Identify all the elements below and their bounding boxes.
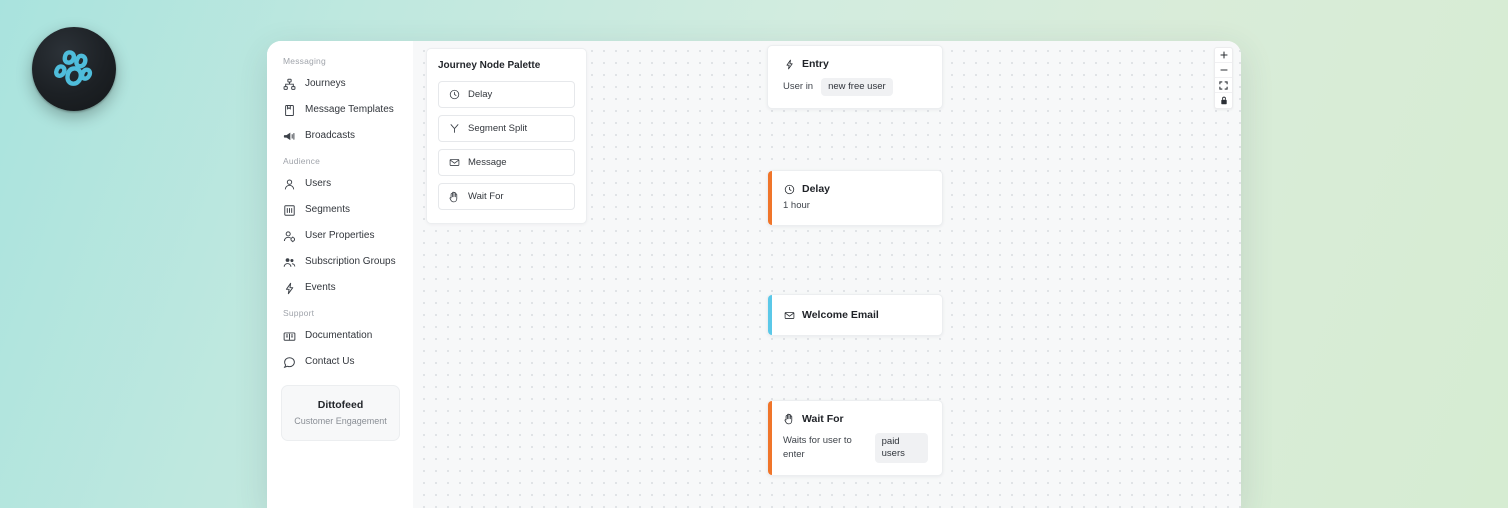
- sidebar-item-users[interactable]: Users: [267, 171, 413, 197]
- node-accent-bar: [768, 171, 772, 225]
- journey-node-entry[interactable]: Entry User in new free user: [767, 45, 943, 109]
- brand-card: Dittofeed Customer Engagement: [281, 385, 400, 441]
- user-icon: [283, 178, 296, 191]
- node-header: Wait For: [783, 412, 928, 426]
- app-logo: [32, 27, 116, 111]
- sidebar-item-journeys[interactable]: Journeys: [267, 71, 413, 97]
- journey-canvas[interactable]: Journey Node Palette Delay Segment Split: [413, 41, 1241, 508]
- node-title: Delay: [802, 183, 831, 195]
- palette-item-delay[interactable]: Delay: [438, 81, 575, 108]
- sidebar-item-documentation[interactable]: Documentation: [267, 323, 413, 349]
- sidebar-item-events[interactable]: Events: [267, 275, 413, 301]
- lightning-icon: [283, 282, 296, 295]
- sidebar-item-subscription-groups[interactable]: Subscription Groups: [267, 249, 413, 275]
- palette-item-segment-split[interactable]: Segment Split: [438, 115, 575, 142]
- zoom-in-button[interactable]: [1215, 48, 1232, 63]
- document-icon: [283, 104, 296, 117]
- paw-logo-icon: [54, 50, 93, 86]
- sidebar-item-message-templates[interactable]: Message Templates: [267, 97, 413, 123]
- node-header: Entry: [783, 57, 928, 71]
- palette-item-label: Message: [468, 157, 507, 168]
- sidebar: Messaging Journeys Message Templates: [267, 41, 413, 508]
- sidebar-item-label: Message Templates: [305, 104, 394, 115]
- megaphone-icon: [283, 130, 296, 143]
- sidebar-item-label: User Properties: [305, 230, 375, 241]
- node-title: Entry: [802, 58, 829, 70]
- chat-bubble-icon: [283, 356, 296, 369]
- sidebar-section-label-audience: Audience: [283, 156, 321, 166]
- clock-icon: [448, 89, 460, 101]
- envelope-icon: [448, 157, 460, 169]
- sidebar-item-broadcasts[interactable]: Broadcasts: [267, 123, 413, 149]
- sidebar-item-label: Subscription Groups: [305, 256, 396, 267]
- fit-view-icon: [1219, 80, 1228, 90]
- sidebar-item-label: Contact Us: [305, 356, 355, 367]
- journey-node-delay[interactable]: Delay 1 hour: [767, 170, 943, 226]
- journey-node-palette: Journey Node Palette Delay Segment Split: [426, 48, 587, 224]
- users-group-icon: [283, 256, 296, 269]
- node-subtitle: User in new free user: [783, 78, 928, 96]
- sidebar-item-user-properties[interactable]: User Properties: [267, 223, 413, 249]
- zoom-out-button[interactable]: [1215, 63, 1232, 78]
- palette-item-message[interactable]: Message: [438, 149, 575, 176]
- journey-node-welcome-email[interactable]: Welcome Email: [767, 294, 943, 336]
- segment-chip[interactable]: new free user: [821, 78, 893, 96]
- sidebar-item-label: Documentation: [305, 330, 373, 341]
- node-sub-text: User in: [783, 81, 814, 92]
- segment-icon: [283, 204, 296, 217]
- node-header: Delay: [783, 182, 928, 196]
- node-accent-bar: [768, 401, 772, 475]
- node-header: Welcome Email: [783, 308, 928, 322]
- node-accent-bar: [768, 295, 772, 335]
- node-sub-text: 1 hour: [783, 200, 810, 211]
- hierarchy-icon: [283, 78, 296, 91]
- sidebar-item-label: Events: [305, 282, 336, 293]
- sidebar-item-label: Segments: [305, 204, 351, 215]
- split-icon: [448, 123, 460, 135]
- palette-item-label: Segment Split: [468, 123, 528, 134]
- palette-item-label: Wait For: [468, 191, 504, 202]
- palette-item-wait-for[interactable]: Wait For: [438, 183, 575, 210]
- lock-button[interactable]: [1215, 93, 1232, 108]
- clock-icon: [783, 183, 795, 195]
- plus-icon: [1219, 51, 1228, 59]
- sidebar-item-segments[interactable]: Segments: [267, 197, 413, 223]
- palette-item-label: Delay: [468, 89, 493, 100]
- sidebar-section-label-messaging: Messaging: [283, 56, 326, 66]
- sidebar-section-label-support: Support: [283, 308, 315, 318]
- user-gear-icon: [283, 230, 296, 243]
- app-window: Messaging Journeys Message Templates: [267, 41, 1241, 508]
- node-title: Welcome Email: [802, 309, 879, 321]
- node-sub-text: Waits for user to enter: [783, 435, 852, 460]
- node-subtitle: 1 hour: [783, 199, 928, 213]
- sidebar-item-contact-us[interactable]: Contact Us: [267, 349, 413, 375]
- minus-icon: [1219, 66, 1228, 74]
- brand-tagline: Customer Engagement: [294, 416, 387, 426]
- palette-title: Journey Node Palette: [438, 60, 541, 71]
- lock-icon: [1220, 96, 1228, 105]
- raised-hand-icon: [448, 191, 460, 203]
- book-icon: [283, 330, 296, 343]
- segment-chip[interactable]: paid users: [874, 433, 928, 463]
- fit-view-button[interactable]: [1215, 78, 1232, 93]
- brand-name: Dittofeed: [317, 399, 364, 411]
- lightning-icon: [783, 58, 795, 70]
- raised-hand-icon: [783, 413, 795, 425]
- sidebar-item-label: Users: [305, 178, 332, 189]
- envelope-icon: [783, 309, 795, 321]
- sidebar-item-label: Broadcasts: [305, 130, 356, 141]
- node-subtitle: Waits for user to enter paid users: [783, 433, 928, 463]
- journey-node-wait-for[interactable]: Wait For Waits for user to enter paid us…: [767, 400, 943, 476]
- canvas-controls: [1214, 47, 1233, 109]
- node-title: Wait For: [802, 413, 844, 425]
- sidebar-item-label: Journeys: [305, 78, 346, 89]
